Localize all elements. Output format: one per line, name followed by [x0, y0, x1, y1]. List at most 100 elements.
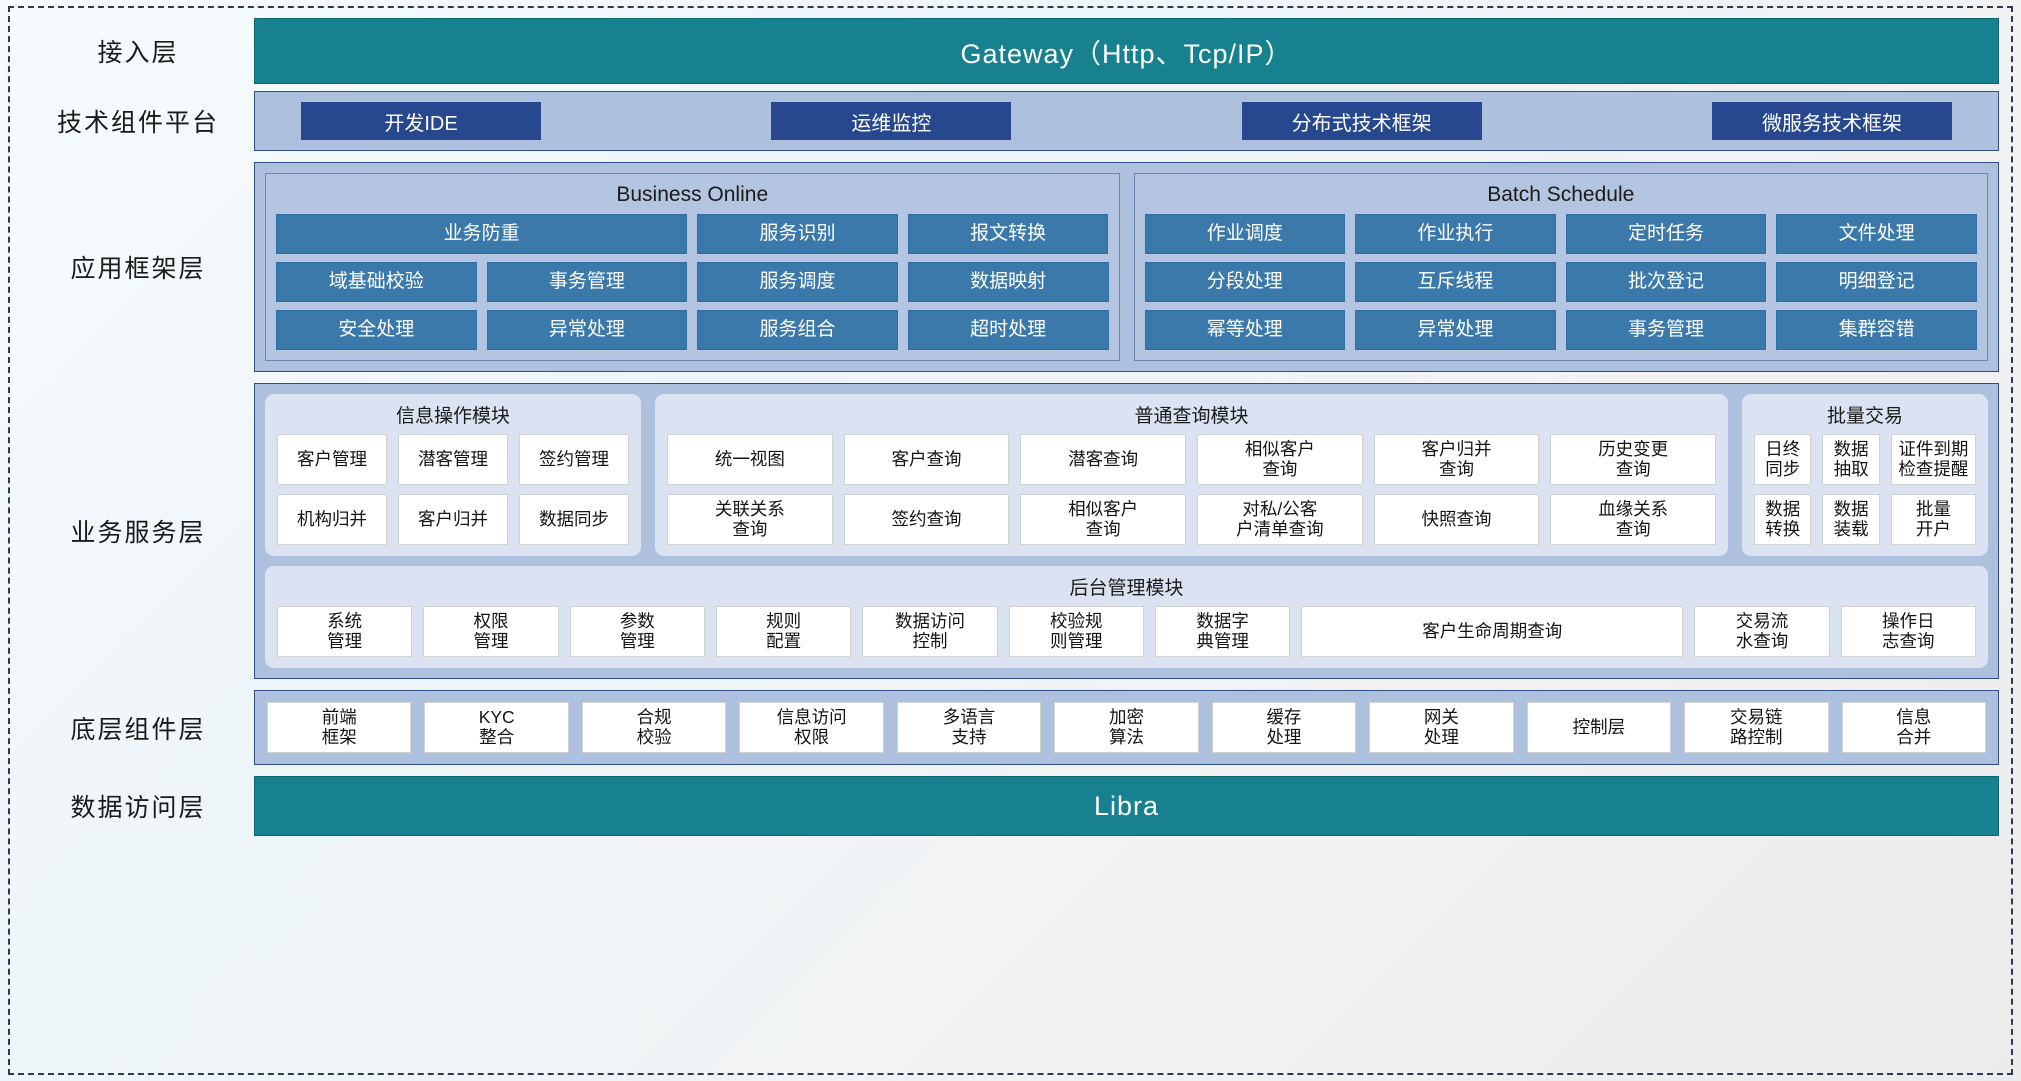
- business-service-band: 信息操作模块 客户管理 潜客管理 签约管理 机构归并 客户归并 数据同步: [254, 383, 1999, 679]
- diagram-outer-border: [8, 6, 2013, 1075]
- layer-row-component: 底层组件层 前端 框架 KYC 整合 合规 校验 信息访问 权限 多语言 支持 …: [22, 690, 1999, 765]
- layer-label-component: 底层组件层: [70, 714, 206, 744]
- tech-chip-dev-ide[interactable]: 开发IDE: [301, 102, 541, 140]
- app-chip-service-identify[interactable]: 服务识别: [697, 214, 898, 254]
- cell-multilanguage-support[interactable]: 多语言 支持: [896, 702, 1042, 753]
- layer-label-dataaccess: 数据访问层: [70, 793, 206, 822]
- tech-chip-microservice-framework[interactable]: 微服务技术框架: [1711, 102, 1952, 140]
- cell-customer-manage[interactable]: 客户管理: [277, 434, 387, 485]
- cell-customer-merge-query[interactable]: 客户归并 查询: [1373, 434, 1540, 485]
- cell-contract-query[interactable]: 签约查询: [843, 494, 1010, 545]
- app-chip-service-schedule[interactable]: 服务调度: [697, 262, 898, 302]
- cell-history-change-query[interactable]: 历史变更 查询: [1550, 434, 1717, 485]
- cell-parameter-manage[interactable]: 参数 管理: [569, 606, 705, 657]
- app-column-title-batch-schedule: Batch Schedule: [1487, 183, 1635, 206]
- app-chip-cluster-fault-tolerance[interactable]: 集群容错: [1776, 310, 1977, 350]
- cell-contract-manage[interactable]: 签约管理: [519, 434, 629, 485]
- app-chip-service-compose[interactable]: 服务组合: [697, 310, 898, 350]
- app-chip-job-schedule[interactable]: 作业调度: [1144, 214, 1346, 254]
- cell-info-access-permission[interactable]: 信息访问 权限: [739, 702, 884, 753]
- app-chip-timed-task[interactable]: 定时任务: [1565, 214, 1767, 254]
- cell-permission-manage[interactable]: 权限 管理: [423, 606, 559, 657]
- module-row: 数据 转换 数据 装载 批量 开户: [1754, 494, 1976, 545]
- app-chip-transaction-manage[interactable]: 事务管理: [486, 262, 688, 302]
- cell-encryption-algorithm[interactable]: 加密 算法: [1054, 702, 1199, 753]
- tech-chip-ops-monitor[interactable]: 运维监控: [771, 102, 1012, 140]
- cell-gateway-process[interactable]: 网关 处理: [1369, 702, 1514, 753]
- app-column-business-online: Business Online 业务防重 服务识别 报文转换 域基础校验 事务管…: [265, 173, 1120, 361]
- cell-customer-merge[interactable]: 客户归并: [398, 494, 508, 545]
- gateway-bar-label: Gateway（Http、Tcp/IP）: [960, 38, 1293, 69]
- cell-kyc-integration[interactable]: KYC 整合: [424, 702, 569, 753]
- cell-data-sync[interactable]: 数据同步: [519, 494, 629, 545]
- module-common-query: 普通查询模块 统一视图 客户查询 潜客查询 相似客户 查询 客户归并 查询 历史…: [655, 394, 1728, 556]
- module-title-common-query: 普通查询模块: [1134, 406, 1249, 427]
- cell-data-extract[interactable]: 数据 抽取: [1822, 434, 1880, 485]
- cell-data-transform[interactable]: 数据 转换: [1754, 494, 1812, 545]
- cell-operation-log-query[interactable]: 操作日 志查询: [1840, 606, 1976, 657]
- app-chip-segment-process[interactable]: 分段处理: [1144, 262, 1346, 302]
- cell-snapshot-query[interactable]: 快照查询: [1373, 494, 1540, 545]
- app-chip-security-process[interactable]: 安全处理: [276, 310, 477, 350]
- cell-transaction-link-control[interactable]: 交易链 路控制: [1684, 702, 1829, 753]
- app-chip-message-convert[interactable]: 报文转换: [907, 214, 1109, 254]
- business-service-content: 信息操作模块 客户管理 潜客管理 签约管理 机构归并 客户归并 数据同步: [255, 384, 1998, 678]
- app-chip-exception-process[interactable]: 异常处理: [486, 310, 688, 350]
- cell-org-merge[interactable]: 机构归并: [277, 494, 387, 545]
- app-chip-exception-process-batch[interactable]: 异常处理: [1355, 310, 1556, 350]
- cell-rule-config[interactable]: 规则 配置: [715, 606, 852, 657]
- cell-info-merge[interactable]: 信息 合并: [1841, 702, 1986, 753]
- cell-customer-query[interactable]: 客户查询: [843, 434, 1010, 485]
- cell-data-dictionary-manage[interactable]: 数据字 典管理: [1154, 606, 1291, 657]
- cell-frontend-framework[interactable]: 前端 框架: [267, 702, 412, 753]
- cell-customer-lifecycle-query[interactable]: 客户生命周期查询: [1301, 606, 1684, 657]
- layer-row-appframe: 应用框架层 Business Online 业务防重 服务识别 报文转换 域基础…: [22, 162, 1999, 372]
- app-chip-idempotent-process[interactable]: 幂等处理: [1144, 310, 1346, 350]
- app-grid-row: 分段处理 互斥线程 批次登记 明细登记: [1144, 262, 1977, 302]
- libra-bar[interactable]: Libra: [254, 776, 1999, 836]
- cell-data-load[interactable]: 数据 装载: [1822, 494, 1880, 545]
- cell-compliance-validation[interactable]: 合规 校验: [581, 702, 727, 753]
- cell-batch-account-open[interactable]: 批量 开户: [1890, 494, 1976, 545]
- app-framework-columns: Business Online 业务防重 服务识别 报文转换 域基础校验 事务管…: [255, 163, 1998, 371]
- cell-cache-process[interactable]: 缓存 处理: [1211, 702, 1357, 753]
- cell-similar-customer-query-2[interactable]: 相似客户 查询: [1020, 494, 1187, 545]
- cell-transaction-flow-query[interactable]: 交易流 水查询: [1694, 606, 1830, 657]
- app-chip-mutex-thread[interactable]: 互斥线程: [1355, 262, 1556, 302]
- app-chip-timeout-process[interactable]: 超时处理: [907, 310, 1109, 350]
- app-chip-batch-register[interactable]: 批次登记: [1565, 262, 1767, 302]
- cell-similar-customer-query[interactable]: 相似客户 查询: [1197, 434, 1363, 485]
- layer-row-access: 接入层 Gateway（Http、Tcp/IP）: [22, 18, 1999, 84]
- cell-unified-view[interactable]: 统一视图: [667, 434, 833, 485]
- business-service-top-row: 信息操作模块 客户管理 潜客管理 签约管理 机构归并 客户归并 数据同步: [265, 394, 1988, 556]
- module-info-operation: 信息操作模块 客户管理 潜客管理 签约管理 机构归并 客户归并 数据同步: [265, 394, 641, 556]
- component-layer-row: 前端 框架 KYC 整合 合规 校验 信息访问 权限 多语言 支持 加密 算法 …: [255, 691, 1998, 764]
- app-chip-data-mapping[interactable]: 数据映射: [907, 262, 1109, 302]
- gateway-bar[interactable]: Gateway（Http、Tcp/IP）: [254, 18, 1999, 84]
- layer-label-tech: 技术组件平台: [56, 108, 219, 137]
- cell-control-layer[interactable]: 控制层: [1526, 702, 1672, 753]
- cell-data-access-control[interactable]: 数据访问 控制: [862, 606, 998, 657]
- cell-relation-query[interactable]: 关联关系 查询: [667, 494, 833, 545]
- cell-validation-rule-manage[interactable]: 校验规 则管理: [1008, 606, 1144, 657]
- cell-lineage-relation-query[interactable]: 血缘关系 查询: [1550, 494, 1717, 545]
- cell-prospect-query[interactable]: 潜客查询: [1020, 434, 1187, 485]
- cell-certificate-expiry-reminder[interactable]: 证件到期 检查提醒: [1890, 434, 1976, 485]
- app-grid-business-online: 业务防重 服务识别 报文转换 域基础校验 事务管理 服务调度 数据映射 安全处理: [276, 214, 1109, 350]
- app-chip-business-dedup[interactable]: 业务防重: [276, 214, 688, 254]
- app-chip-detail-register[interactable]: 明细登记: [1776, 262, 1977, 302]
- cell-prospect-manage[interactable]: 潜客管理: [398, 434, 508, 485]
- tech-chip-distributed-framework[interactable]: 分布式技术框架: [1241, 102, 1482, 140]
- app-chip-domain-basic-validate[interactable]: 域基础校验: [276, 262, 477, 302]
- component-layer-band: 前端 框架 KYC 整合 合规 校验 信息访问 权限 多语言 支持 加密 算法 …: [254, 690, 1999, 765]
- app-column-title-business-online: Business Online: [616, 183, 769, 206]
- cell-day-end-sync[interactable]: 日终 同步: [1754, 434, 1812, 485]
- app-chip-transaction-manage-batch[interactable]: 事务管理: [1565, 310, 1767, 350]
- app-chip-job-execute[interactable]: 作业执行: [1355, 214, 1556, 254]
- app-chip-file-process[interactable]: 文件处理: [1776, 214, 1977, 254]
- app-grid-row: 业务防重 服务识别 报文转换: [276, 214, 1109, 254]
- module-row: 客户管理 潜客管理 签约管理: [277, 434, 629, 485]
- cell-private-public-customer-list-query[interactable]: 对私/公客 户清单查询: [1197, 494, 1363, 545]
- cell-system-manage[interactable]: 系统 管理: [277, 606, 413, 657]
- layer-row-bizservice: 业务服务层 信息操作模块 客户管理 潜客管理 签约管理: [22, 383, 1999, 679]
